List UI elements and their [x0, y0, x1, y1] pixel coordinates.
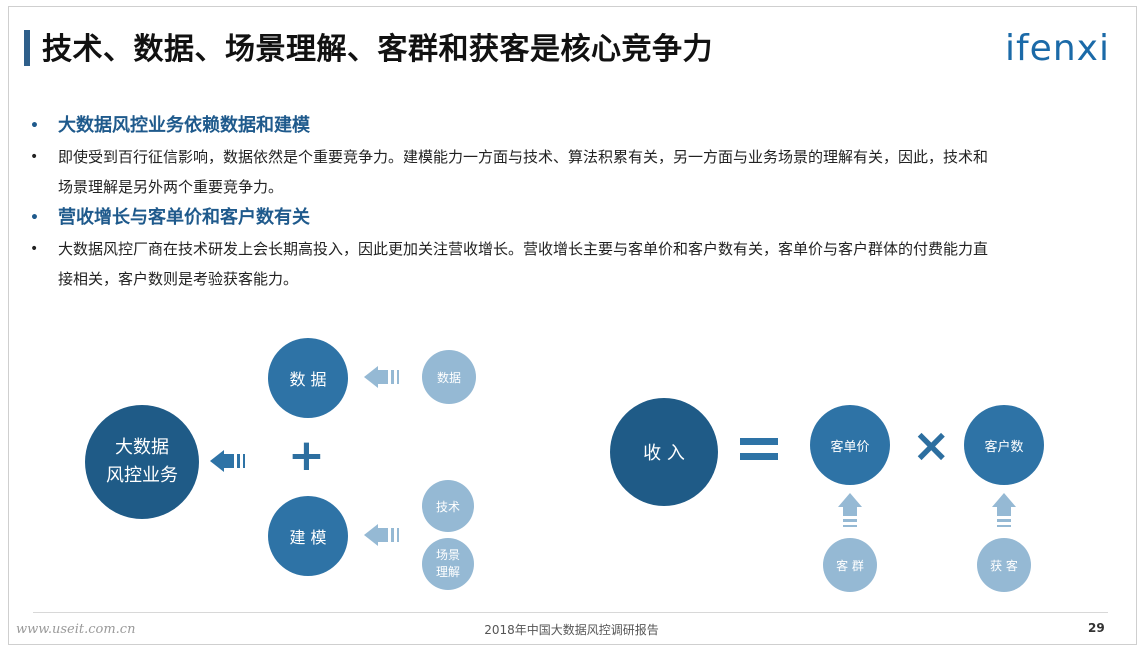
arrow-left-icon — [364, 524, 399, 546]
bullet-text: 即使受到百行征信影响，数据依然是个重要竞争力。建模能力一方面与技术、算法积累有关… — [58, 148, 989, 166]
big-data-risk-circle: 大数据 风控业务 — [85, 405, 199, 519]
bullet-text: 大数据风控厂商在技术研发上会长期高投入，因此更加关注营收增长。营收增长主要与客单… — [58, 240, 989, 258]
bullet-item: • 大数据风控厂商在技术研发上会长期高投入，因此更加关注营收增长。营收增长主要与… — [26, 234, 1096, 264]
bullet-text: 场景理解是另外两个重要竞争力。 — [58, 178, 284, 196]
bullet-text: 接相关，客户数则是考验获客能力。 — [58, 270, 299, 288]
customer-group-circle: 客 群 — [823, 538, 877, 592]
bullet-dot-icon: • — [30, 210, 39, 226]
arrow-left-icon — [364, 366, 399, 388]
bullet-text: 营收增长与客单价和客户数有关 — [58, 207, 310, 228]
equals-icon — [740, 438, 778, 460]
customer-acquisition-circle: 获 客 — [977, 538, 1031, 592]
ifenxi-logo: ifenxi — [1005, 28, 1110, 69]
footer-report-title: 2018年中国大数据风控调研报告 — [484, 623, 659, 637]
data-circle: 数 据 — [268, 338, 348, 418]
page-title: 技术、数据、场景理解、客群和获客是核心竞争力 — [42, 32, 713, 67]
income-circle: 收 入 — [610, 398, 718, 506]
bullet-heading: • 大数据风控业务依赖数据和建模 — [26, 110, 1096, 142]
circle-label: 技术 — [435, 499, 460, 514]
bullet-item: • 即使受到百行征信影响，数据依然是个重要竞争力。建模能力一方面与技术、算法积累… — [26, 142, 1096, 172]
circle-label: 理解 — [435, 565, 460, 579]
arrow-up-icon — [992, 493, 1016, 527]
multiply-icon: × — [912, 418, 951, 472]
title-accent-bar — [24, 30, 30, 66]
watermark: www.useit.com.cn — [16, 622, 136, 637]
arrow-left-icon — [210, 450, 245, 472]
bullet-list: • 大数据风控业务依赖数据和建模 • 即使受到百行征信影响，数据依然是个重要竞争… — [26, 110, 1096, 294]
page-number: 29 — [1088, 621, 1105, 635]
bullet-dot-icon: • — [30, 118, 39, 134]
bullet-continuation: 接相关，客户数则是考验获客能力。 — [26, 264, 1096, 294]
bullet-dot-icon: • — [30, 241, 39, 257]
circle-label: 客 群 — [836, 558, 864, 573]
circle-label: 风控业务 — [106, 465, 178, 486]
plus-icon: + — [288, 430, 325, 481]
circle-label: 客户数 — [984, 439, 1024, 455]
unit-price-circle: 客单价 — [810, 405, 890, 485]
circle-label: 建 模 — [289, 528, 327, 547]
footer-divider — [33, 612, 1108, 613]
scene-understanding-circle: 场景 理解 — [422, 538, 474, 590]
circle-label: 场景 — [435, 548, 460, 562]
circle-label: 客单价 — [830, 439, 870, 455]
customer-count-circle: 客户数 — [964, 405, 1044, 485]
data-source-circle: 数据 — [422, 350, 476, 404]
circle-label: 数据 — [436, 370, 461, 385]
arrow-up-icon — [838, 493, 862, 527]
circle-label: 数 据 — [289, 370, 327, 389]
tech-circle: 技术 — [422, 480, 474, 532]
bullet-continuation: 场景理解是另外两个重要竞争力。 — [26, 172, 1096, 202]
circle-label: 获 客 — [990, 558, 1018, 573]
model-circle: 建 模 — [268, 496, 348, 576]
bullet-heading: • 营收增长与客单价和客户数有关 — [26, 202, 1096, 234]
bullet-dot-icon: • — [30, 149, 39, 165]
circle-label: 收 入 — [643, 443, 685, 464]
bullet-text: 大数据风控业务依赖数据和建模 — [58, 115, 310, 136]
slide — [8, 6, 1137, 645]
circle-label: 大数据 — [115, 437, 169, 458]
